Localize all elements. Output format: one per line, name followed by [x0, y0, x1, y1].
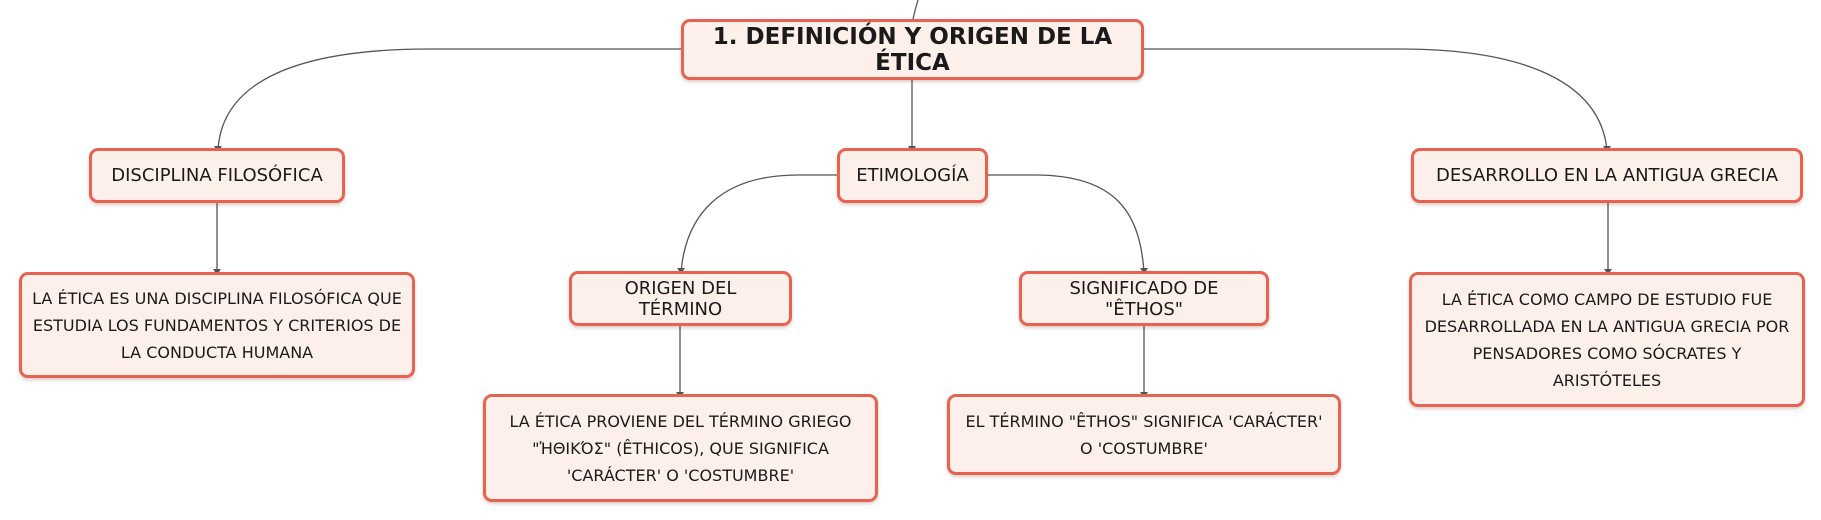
- root-topic-node[interactable]: 1. DEFINICIÓN Y ORIGEN DE LA ÉTICA: [681, 19, 1144, 80]
- topic-etimologia[interactable]: ETIMOLOGÍA: [837, 148, 988, 203]
- topic-etimologia-label: ETIMOLOGÍA: [856, 165, 969, 186]
- topic-desarrollo-antigua-grecia-label: DESARROLLO EN LA ANTIGUA GRECIA: [1435, 165, 1779, 186]
- detail-origen-del-termino-text: LA ÉTICA PROVIENE DEL TÉRMINO GRIEGO "ἨΘ…: [509, 411, 852, 485]
- topic-desarrollo-antigua-grecia[interactable]: DESARROLLO EN LA ANTIGUA GRECIA: [1411, 148, 1803, 203]
- topic-origen-del-termino-label: ORIGEN DEL TÉRMINO: [624, 277, 737, 320]
- detail-disciplina-filosofica-text: LA ÉTICA ES UNA DISCIPLINA FILOSÓFICA QU…: [32, 288, 402, 362]
- topic-disciplina-filosofica-label: DISCIPLINA FILOSÓFICA: [111, 165, 323, 186]
- detail-origen-del-termino[interactable]: LA ÉTICA PROVIENE DEL TÉRMINO GRIEGO "ἨΘ…: [483, 394, 878, 502]
- connector-incoming: [912, 0, 919, 20]
- detail-desarrollo-antigua-grecia[interactable]: LA ÉTICA COMO CAMPO DE ESTUDIO FUE DESAR…: [1409, 272, 1805, 407]
- detail-significado-ethos[interactable]: EL TÉRMINO "ÊTHOS" SIGNIFICA 'CARÁCTER' …: [947, 394, 1341, 475]
- topic-significado-ethos[interactable]: SIGNIFICADO DE "ÊTHOS": [1019, 271, 1269, 326]
- detail-desarrollo-antigua-grecia-text: LA ÉTICA COMO CAMPO DE ESTUDIO FUE DESAR…: [1424, 289, 1790, 390]
- connector-etimologia-origen: [680, 174, 838, 273]
- topic-significado-ethos-label: SIGNIFICADO DE "ÊTHOS": [1069, 277, 1219, 320]
- connector-root-disciplina: [217, 48, 682, 151]
- connector-root-grecia: [1142, 48, 1608, 151]
- connector-etimologia-significado: [987, 174, 1145, 273]
- detail-significado-ethos-text: EL TÉRMINO "ÊTHOS" SIGNIFICA 'CARÁCTER' …: [965, 411, 1323, 458]
- root-topic-label: 1. DEFINICIÓN Y ORIGEN DE LA ÉTICA: [712, 23, 1113, 76]
- detail-disciplina-filosofica[interactable]: LA ÉTICA ES UNA DISCIPLINA FILOSÓFICA QU…: [19, 272, 415, 378]
- topic-disciplina-filosofica[interactable]: DISCIPLINA FILOSÓFICA: [89, 148, 345, 203]
- topic-origen-del-termino[interactable]: ORIGEN DEL TÉRMINO: [569, 271, 792, 326]
